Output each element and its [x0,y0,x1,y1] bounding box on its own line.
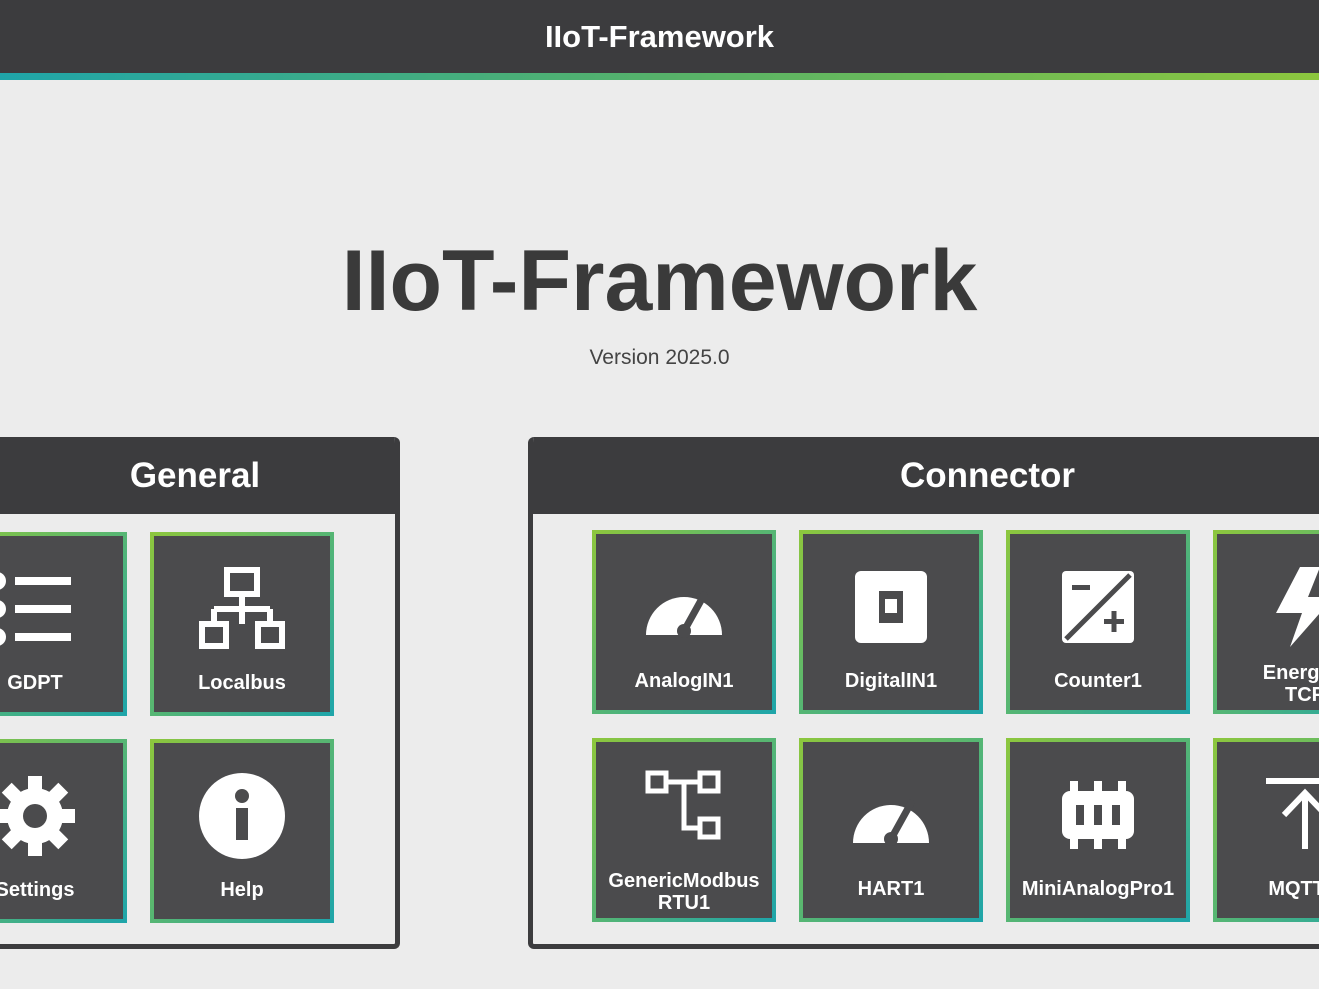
general-panel-title: General [129,455,261,495]
tile-analogin1[interactable]: AnalogIN1 [592,530,776,714]
tile-help[interactable]: Help [150,739,334,923]
tile-label: AnalogIN1 [634,670,734,692]
tile-label: GenericModbus RTU1 [596,870,772,914]
lightning-icon [1217,562,1319,652]
upload-icon [1217,770,1319,860]
tile-label: Help [220,879,264,901]
hero-title: IIoT-Framework [341,233,978,329]
info-icon [154,771,330,861]
tile-label: EnergyM TCP [1217,662,1319,706]
tile-label-line2: RTU1 [657,892,711,914]
top-bar-accent-line [0,73,1319,80]
tile-mqtt[interactable]: MQTT J [1213,738,1319,922]
app-title: IIoT-Framework [544,18,775,54]
tile-label: DigitalIN1 [844,670,938,692]
tile-label-line1: GenericModbus [608,870,760,892]
tile-label: MiniAnalogPro1 [1021,878,1175,900]
tile-label: HART1 [857,878,925,900]
tile-label: Counter1 [1054,670,1142,692]
tile-label: MQTT J [1268,878,1319,900]
version-label: Version 2025.0 [589,346,730,369]
modbus-tree-icon [596,762,772,852]
tile-digitalin1[interactable]: DigitalIN1 [799,530,983,714]
tile-minianalogpro1[interactable]: MiniAnalogPro1 [1006,738,1190,922]
list-icon [0,564,123,654]
top-bar: IIoT-Framework [0,0,1319,73]
tile-label-line1: EnergyM [1262,662,1319,684]
gear-icon [0,771,123,861]
tile-counter1[interactable]: Counter1 [1006,530,1190,714]
digital-input-icon [803,562,979,652]
tile-localbus[interactable]: Localbus [150,532,334,716]
connector-panel-title: Connector [900,455,1075,495]
tile-label-line2: TCP [1285,684,1319,706]
tile-label: Localbus [198,672,286,694]
tile-genericmodbus-rtu1[interactable]: GenericModbus RTU1 [592,738,776,922]
connector-panel-header: Connector [533,437,1319,514]
tile-settings[interactable]: Settings [0,739,127,923]
module-icon [1010,770,1186,860]
gauge-icon [803,770,979,860]
gauge-icon [596,562,772,652]
tile-gdpt[interactable]: GDPT [0,532,127,716]
network-tree-icon [154,564,330,654]
general-panel: General GDPT Localbus [0,437,400,949]
counter-icon [1010,562,1186,652]
general-panel-header: General [0,437,395,514]
tile-label: Settings [0,879,75,901]
tile-label: GDPT [7,672,63,694]
tile-hart1[interactable]: HART1 [799,738,983,922]
tile-energym-tcp[interactable]: EnergyM TCP [1213,530,1319,714]
connector-panel: Connector AnalogIN1 DigitalIN1 [528,437,1319,949]
